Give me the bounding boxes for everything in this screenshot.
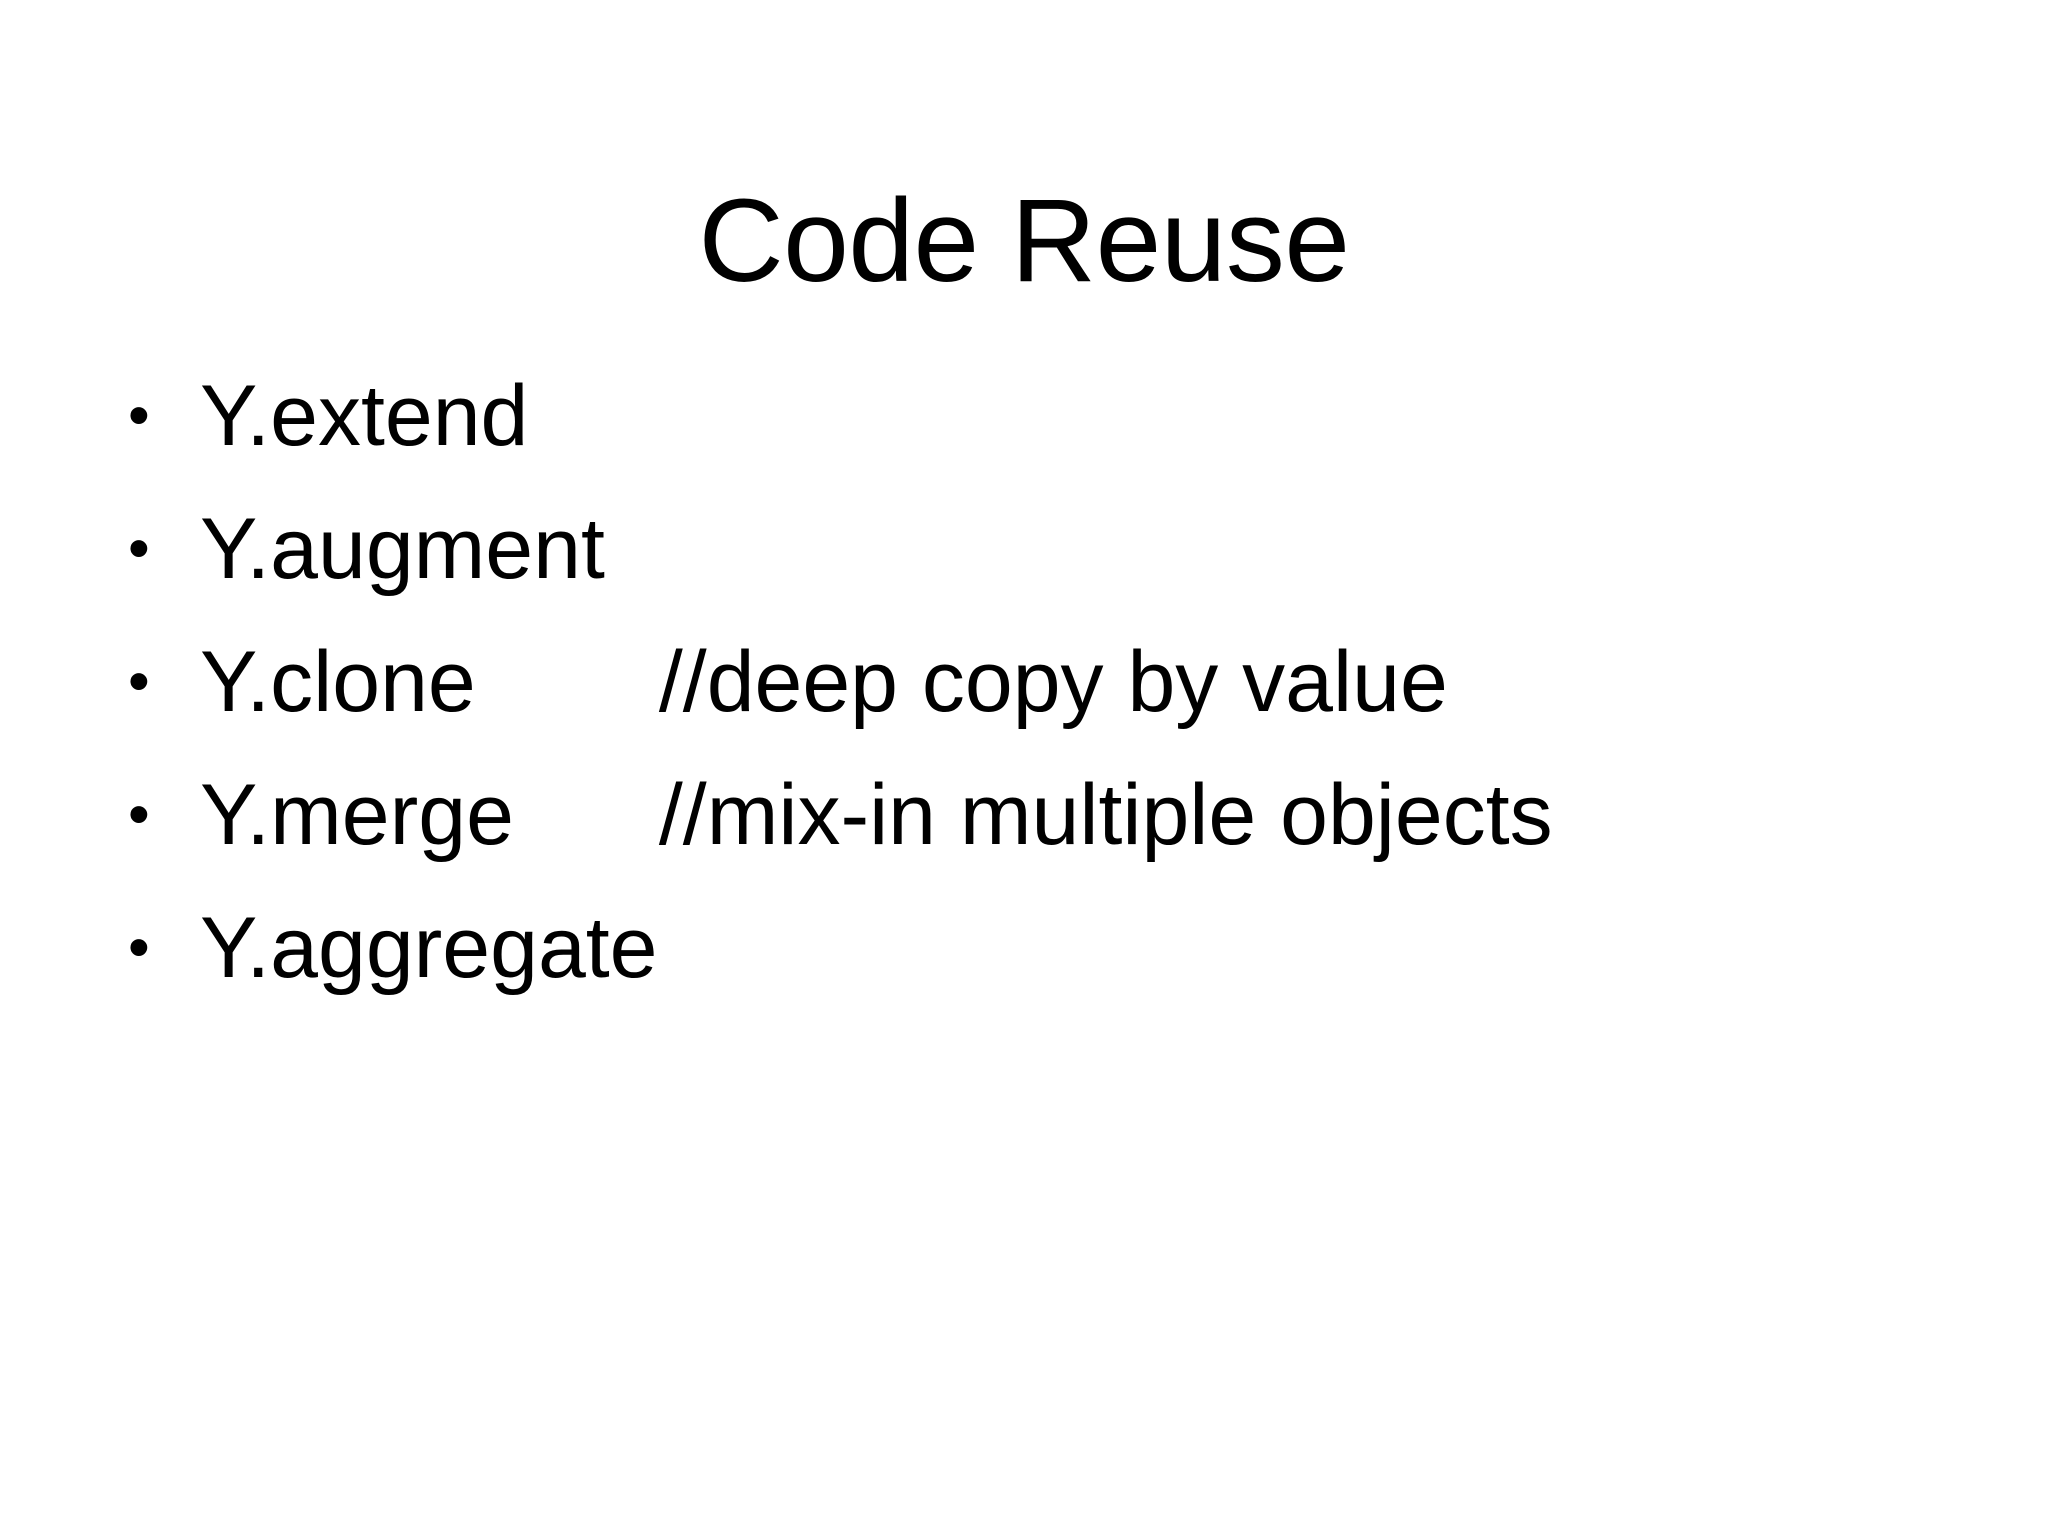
page-title: Code Reuse	[698, 175, 1350, 308]
list-item[interactable]: • Y.clone //deep copy by value	[110, 626, 1930, 759]
list-item[interactable]: • Y.augment	[110, 493, 1930, 626]
list-item-term: Y.aggregate	[200, 900, 658, 996]
bullet-point-icon: •	[128, 913, 150, 982]
list-item-term: Y.clone	[200, 634, 476, 730]
list-item[interactable]: • Y.extend	[110, 360, 1930, 493]
list-item[interactable]: • Y.merge //mix-in multiple objects	[110, 759, 1930, 892]
list-item[interactable]: • Y.aggregate	[110, 892, 1930, 1025]
list-item-comment: //mix-in multiple objects	[658, 767, 1553, 863]
bullet-point-icon: •	[128, 514, 150, 583]
list-item-term: Y.extend	[200, 368, 529, 464]
bullet-list: • Y.extend • Y.augment • Y.clone //deep …	[110, 360, 1930, 1025]
bullet-point-icon: •	[128, 780, 150, 849]
list-item-term: Y.merge	[200, 767, 514, 863]
list-item-comment: //deep copy by value	[658, 634, 1448, 730]
bullet-point-icon: •	[128, 647, 150, 716]
list-item-term: Y.augment	[200, 501, 605, 597]
bullet-point-icon: •	[128, 381, 150, 450]
